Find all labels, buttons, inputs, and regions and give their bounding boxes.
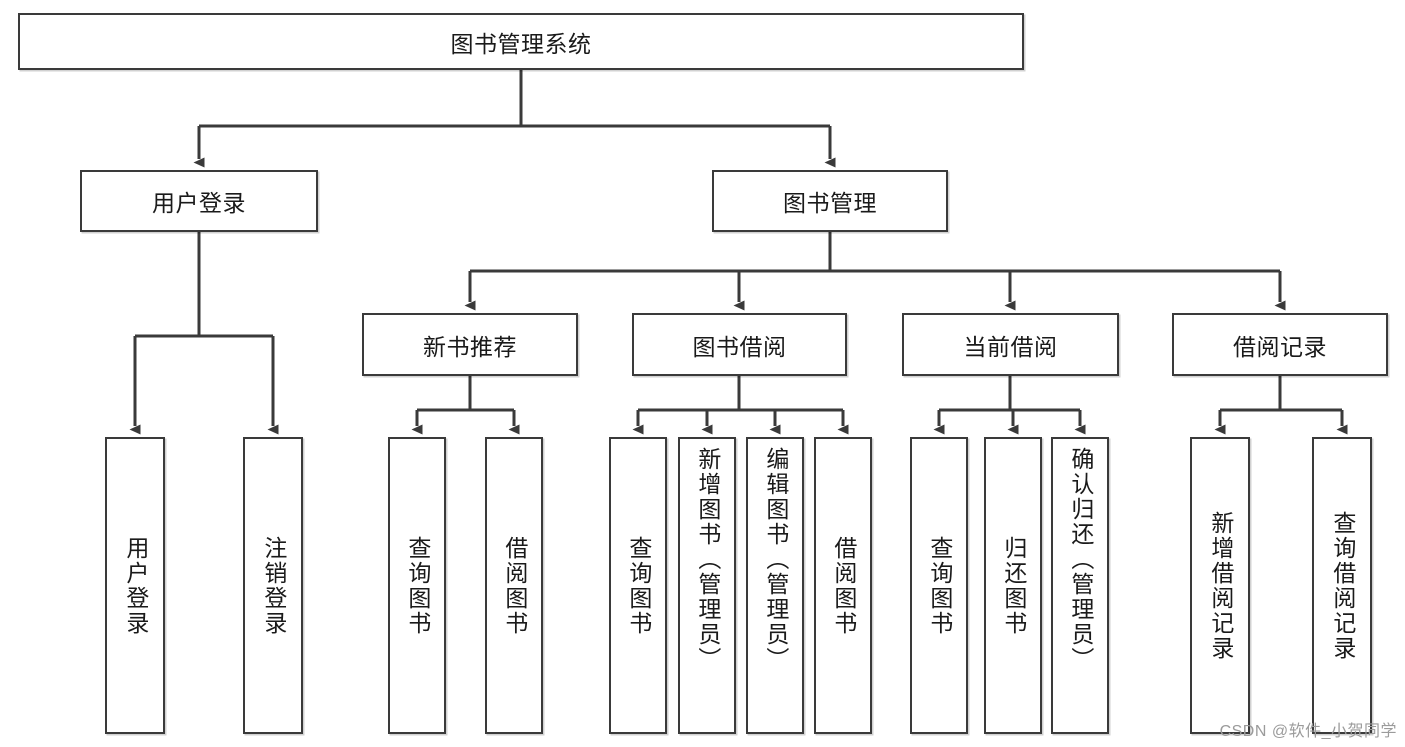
node-borrow-record[interactable]: 借阅记录 <box>1172 313 1388 376</box>
node-leaf-query-book-3[interactable]: 查询图书 <box>910 437 968 734</box>
node-leaf-query-record-label: 查询借阅记录 <box>1329 510 1356 661</box>
node-leaf-add-record-label: 新增借阅记录 <box>1207 510 1234 661</box>
node-root-label: 图书管理系统 <box>450 30 592 57</box>
node-leaf-add-book[interactable]: 新增图书（管理员） <box>678 437 736 734</box>
node-book-borrow-label: 图书借阅 <box>692 333 787 360</box>
node-root[interactable]: 图书管理系统 <box>18 13 1024 70</box>
node-leaf-confirm-return[interactable]: 确认归还（管理员） <box>1051 437 1109 734</box>
node-leaf-borrow-book-2[interactable]: 借阅图书 <box>814 437 872 734</box>
node-leaf-query-record[interactable]: 查询借阅记录 <box>1312 437 1372 734</box>
node-new-book-recommend-label: 新书推荐 <box>423 333 517 360</box>
watermark: CSDN @软件_小贺同学 <box>1219 723 1397 740</box>
node-leaf-edit-book[interactable]: 编辑图书（管理员） <box>746 437 804 734</box>
node-leaf-edit-book-label: 编辑图书（管理员） <box>762 447 789 672</box>
node-book-borrow[interactable]: 图书借阅 <box>632 313 847 376</box>
node-leaf-query-book-2-label: 查询图书 <box>625 535 652 636</box>
node-leaf-borrow-book-1-label: 借阅图书 <box>501 535 528 636</box>
node-leaf-add-record[interactable]: 新增借阅记录 <box>1190 437 1250 734</box>
node-borrow-record-label: 借阅记录 <box>1233 333 1327 360</box>
node-leaf-user-login[interactable]: 用户登录 <box>105 437 165 734</box>
node-current-borrow[interactable]: 当前借阅 <box>902 313 1119 376</box>
node-leaf-user-login-label: 用户登录 <box>122 535 149 636</box>
node-book-management[interactable]: 图书管理 <box>712 170 948 232</box>
node-leaf-query-book-2[interactable]: 查询图书 <box>609 437 667 734</box>
node-leaf-borrow-book-2-label: 借阅图书 <box>830 535 857 636</box>
node-book-management-label: 图书管理 <box>783 190 877 216</box>
node-new-book-recommend[interactable]: 新书推荐 <box>362 313 578 376</box>
node-leaf-query-book-1-label: 查询图书 <box>404 535 431 636</box>
node-leaf-confirm-return-label: 确认归还（管理员） <box>1067 447 1094 672</box>
node-leaf-logout-label: 注销登录 <box>260 535 287 636</box>
node-leaf-return-book[interactable]: 归还图书 <box>984 437 1042 734</box>
node-current-borrow-label: 当前借阅 <box>963 333 1058 360</box>
node-user-login-label: 用户登录 <box>152 190 246 216</box>
node-leaf-add-book-label: 新增图书（管理员） <box>694 447 721 672</box>
node-leaf-logout[interactable]: 注销登录 <box>243 437 303 734</box>
node-leaf-return-book-label: 归还图书 <box>1000 535 1027 636</box>
node-leaf-query-book-3-label: 查询图书 <box>926 535 953 636</box>
node-leaf-borrow-book-1[interactable]: 借阅图书 <box>485 437 543 734</box>
node-leaf-query-book-1[interactable]: 查询图书 <box>388 437 446 734</box>
node-user-login[interactable]: 用户登录 <box>80 170 318 232</box>
